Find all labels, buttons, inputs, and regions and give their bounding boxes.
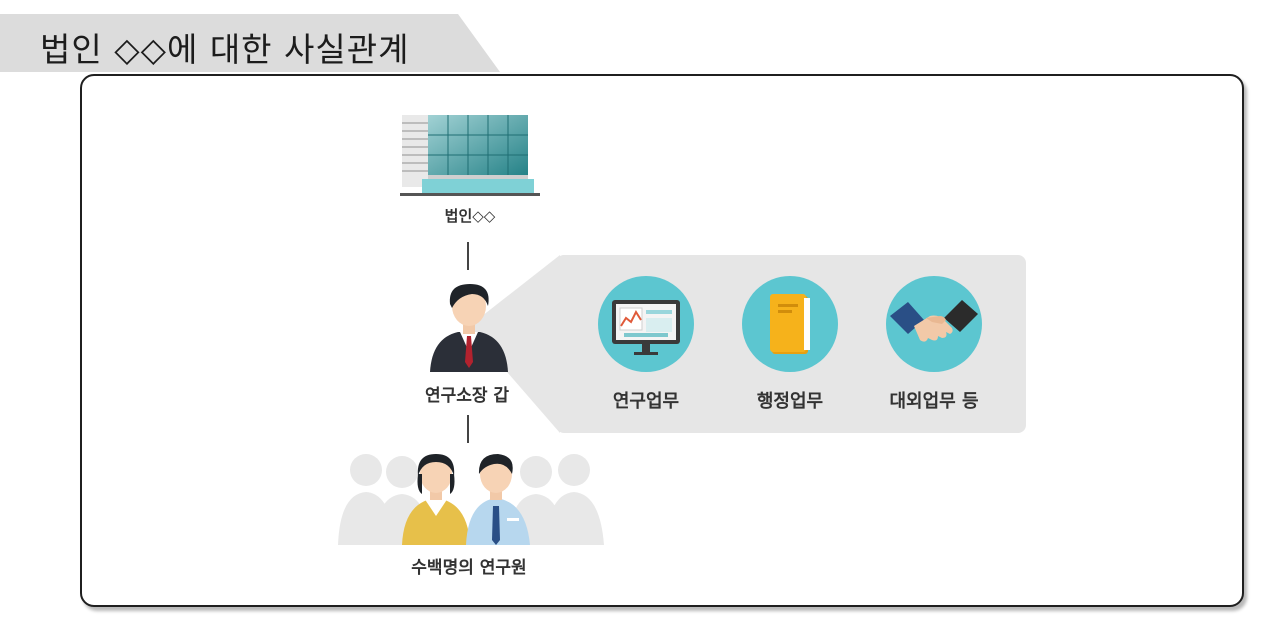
corporation-label: 법인◇◇ (444, 207, 496, 225)
connector-line (467, 415, 469, 443)
task-circle-admin (742, 276, 838, 372)
task-circle-external (886, 276, 982, 372)
task-label-external: 대외업무 등 (889, 391, 979, 412)
researchers-label: 수백명의 연구원 (411, 558, 527, 578)
title-tab-shape (0, 14, 500, 72)
researchers-icon (338, 454, 604, 545)
building-icon (400, 115, 540, 196)
handshake-icon (890, 300, 978, 342)
task-label-research: 연구업무 (612, 391, 680, 412)
task-circle-research (598, 276, 694, 372)
title-tab: 법인 ◇◇에 대한 사실관계 (0, 14, 500, 72)
monitor-icon (612, 300, 680, 355)
bubble-tail (468, 255, 560, 433)
director-label: 연구소장 갑 (424, 386, 510, 406)
director-icon (430, 284, 508, 372)
connector-line (467, 242, 469, 270)
notebook-icon (770, 294, 810, 354)
page-title: 법인 ◇◇에 대한 사실관계 (40, 30, 410, 69)
task-label-admin: 행정업무 (756, 391, 824, 412)
